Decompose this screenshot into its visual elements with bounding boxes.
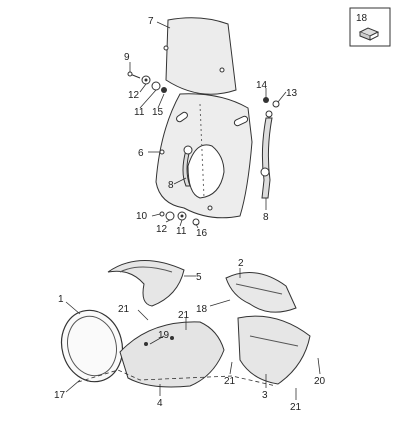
inset-box: 18 bbox=[349, 7, 391, 47]
callout-8-left: 8 bbox=[168, 180, 174, 191]
callout-11-upper: 11 bbox=[134, 107, 145, 118]
callout-1: 1 bbox=[58, 294, 64, 305]
callout-21-c: 21 bbox=[224, 376, 236, 387]
callout-17: 17 bbox=[54, 390, 66, 401]
headlight-cover-top bbox=[107, 260, 185, 307]
handlebar-cover-lower bbox=[237, 315, 311, 385]
callout-3: 3 bbox=[262, 390, 268, 401]
callout-10: 10 bbox=[136, 211, 148, 222]
bracket-left bbox=[182, 145, 193, 187]
handlebar-cover-upper bbox=[225, 272, 297, 313]
callout-leaders bbox=[65, 21, 321, 400]
callout-7: 7 bbox=[148, 16, 154, 27]
callout-2: 2 bbox=[238, 258, 244, 269]
callout-21-a: 21 bbox=[118, 304, 130, 315]
callout-19: 19 bbox=[158, 330, 170, 341]
callout-15: 15 bbox=[152, 107, 164, 118]
headlight-rim bbox=[60, 309, 124, 383]
callout-21-b: 21 bbox=[178, 310, 190, 321]
callout-6: 6 bbox=[138, 148, 144, 159]
front-shield bbox=[119, 321, 225, 388]
bracket-right bbox=[260, 110, 273, 199]
callout-12-lower: 12 bbox=[156, 224, 168, 235]
callout-5: 5 bbox=[196, 272, 202, 283]
callout-13: 13 bbox=[286, 88, 298, 99]
callout-18-b: 18 bbox=[196, 304, 208, 315]
windscreen-lower bbox=[155, 93, 253, 219]
inset-label: 18 bbox=[356, 13, 368, 24]
callout-14: 14 bbox=[256, 80, 268, 91]
callout-12-upper: 12 bbox=[128, 90, 140, 101]
assembly-leaders bbox=[77, 369, 277, 387]
callout-9: 9 bbox=[124, 52, 130, 63]
callout-labels: 7 9 12 11 15 14 13 6 8 8 10 12 11 16 2 5… bbox=[54, 16, 326, 413]
callout-8-right: 8 bbox=[263, 212, 269, 223]
windscreen-upper bbox=[163, 17, 237, 95]
callout-21-d: 21 bbox=[290, 402, 302, 413]
callout-20: 20 bbox=[314, 376, 326, 387]
callout-4: 4 bbox=[157, 398, 163, 409]
callout-16: 16 bbox=[196, 228, 208, 239]
clip-nut-icon bbox=[358, 27, 380, 41]
callout-11-lower: 11 bbox=[176, 226, 187, 237]
